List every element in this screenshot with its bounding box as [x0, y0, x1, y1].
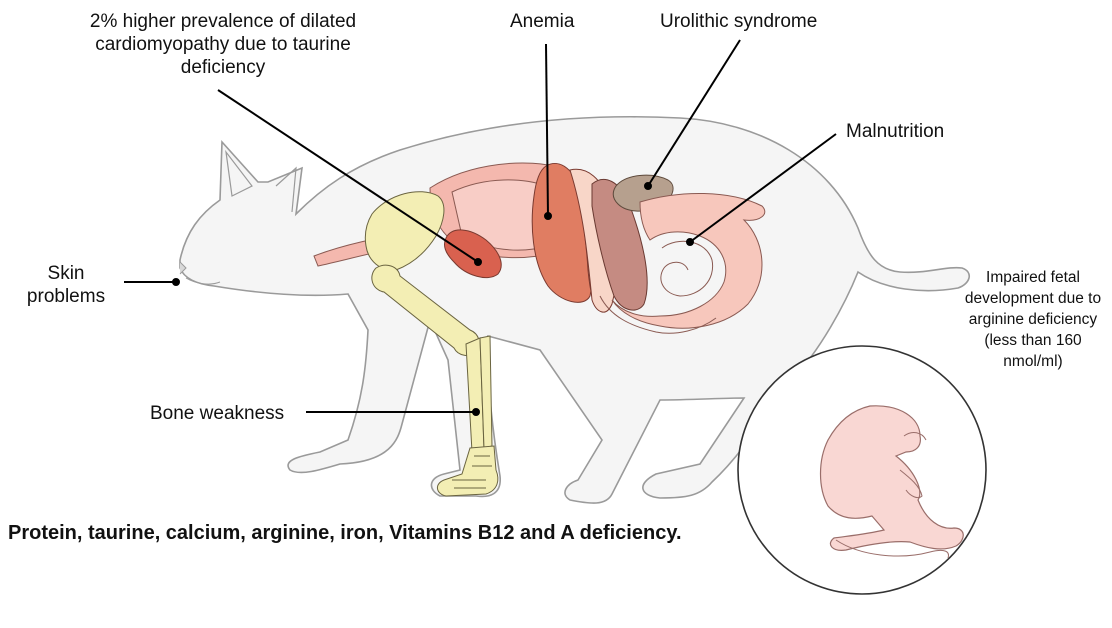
leader-dot-skin [173, 279, 179, 285]
leader-dot-cardiomyopathy [475, 259, 481, 265]
leader-dot-anemia [545, 213, 551, 219]
bone-weakness-label: Bone weakness [150, 402, 284, 425]
malnutrition-label: Malnutrition [846, 120, 944, 143]
fetal-development-label: Impaired fetal development due to argini… [958, 267, 1108, 372]
leader-dot-malnutrition [687, 239, 693, 245]
urolithic-syndrome-label: Urolithic syndrome [660, 10, 817, 33]
leader-dot-bone [473, 409, 479, 415]
leader-dot-urolithic [645, 183, 651, 189]
deficiency-caption: Protein, taurine, calcium, arginine, iro… [8, 522, 682, 545]
cardiomyopathy-label: 2% higher prevalence of dilated cardiomy… [88, 10, 358, 79]
skin-problems-label: Skin problems [20, 262, 112, 308]
anemia-label: Anemia [510, 10, 574, 33]
